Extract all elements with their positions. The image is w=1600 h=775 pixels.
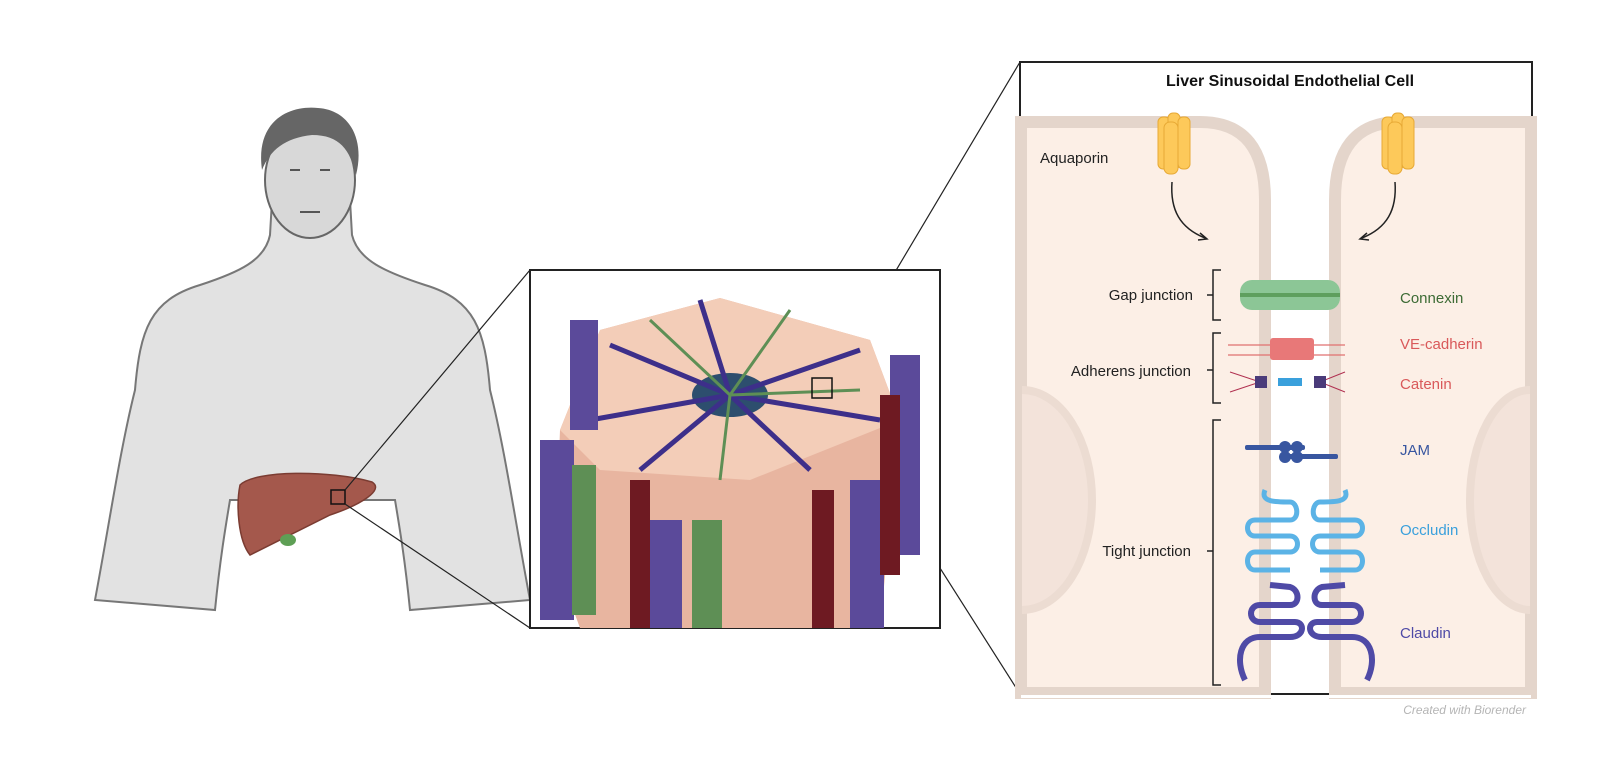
ve-cadherin-label: VE-cadherin: [1400, 336, 1483, 353]
tight-junction-label: Tight junction: [1102, 543, 1191, 560]
catenin-icon: [1229, 371, 1346, 393]
aquaporin-icon: [1157, 112, 1415, 175]
aquaporin-label: Aquaporin: [1040, 150, 1108, 167]
liver-lobule-panel: [529, 269, 941, 629]
occludin-label: Occludin: [1400, 522, 1458, 539]
panel-title: Liver Sinusoidal Endothelial Cell: [1166, 73, 1414, 90]
bracket-lines: [1207, 269, 1221, 686]
claudin-label: Claudin: [1400, 625, 1451, 642]
ve-cadherin-icon: [1228, 338, 1345, 360]
portal-vein-vessels: [540, 320, 920, 628]
claudin-icon: [1237, 582, 1375, 682]
jam-label: JAM: [1400, 442, 1430, 459]
connexin-label: Connexin: [1400, 290, 1463, 307]
artery-vessels: [630, 395, 900, 628]
arrow-icon: [1171, 181, 1396, 241]
occludin-icon: [1245, 489, 1365, 573]
liver-organ: [237, 472, 377, 556]
human-figure: [93, 107, 532, 612]
lsec-panel: Liver Sinusoidal Endothelial Cell: [1015, 61, 1537, 699]
connexin-icon: [1240, 280, 1340, 310]
jam-icon: [1245, 441, 1338, 463]
credit-watermark: Created with Biorender: [1403, 703, 1527, 717]
gap-junction-label: Gap junction: [1109, 287, 1193, 304]
bile-duct-vessels: [572, 465, 722, 628]
catenin-label: Catenin: [1400, 376, 1452, 393]
adherens-junction-label: Adherens junction: [1071, 363, 1191, 380]
